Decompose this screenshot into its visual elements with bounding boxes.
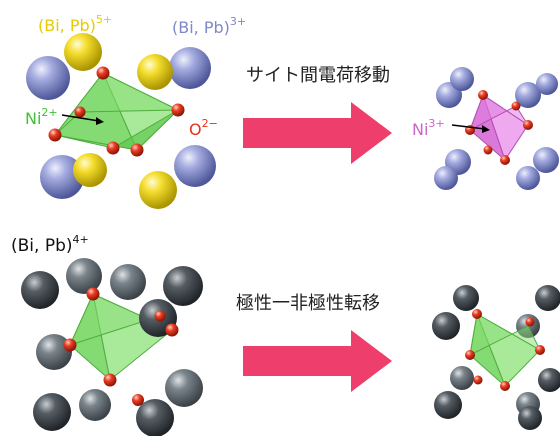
bi-pb-5plus-atom — [73, 153, 107, 187]
bi-pb-3plus-atom — [434, 166, 458, 190]
bi-pb-4plus-atom — [535, 285, 560, 311]
bi-pb-3plus-atom — [174, 145, 216, 187]
oxygen-atom — [106, 141, 120, 155]
bi-pb-4plus-atom — [538, 368, 560, 392]
ni3-label-charge: 3+ — [428, 117, 445, 130]
bi-pb-3plus-atom — [169, 47, 211, 89]
ni3-label-base: Ni — [412, 120, 429, 139]
bi-pb-3plus-atom — [450, 67, 474, 91]
bi-pb-4plus-atom — [21, 271, 59, 309]
oxygen-atom — [48, 128, 62, 142]
oxygen-label: O2− — [189, 118, 218, 138]
bi-pb-3plus-atom — [26, 56, 70, 100]
bi-pb-4plus-atom — [165, 369, 203, 407]
bi-pb-4plus-atom — [136, 399, 174, 437]
bi-pb-4plus-atom — [36, 334, 72, 370]
bi-pb-4plus-atom — [432, 312, 460, 340]
bi-pb-3plus-atom — [40, 155, 84, 199]
oxygen-atom — [103, 373, 117, 387]
oxygen-atom — [500, 381, 510, 391]
bi-pb-4plus-atom — [450, 366, 474, 390]
bi-pb-4plus-atom — [518, 406, 542, 430]
bi-pb-4plus-atom — [110, 264, 146, 300]
oxygen-atom — [63, 338, 77, 352]
structure-top-left — [26, 33, 216, 209]
bi-pb-3plus-atom — [516, 166, 540, 190]
oxygen-atom — [511, 101, 521, 111]
right-arrow-icon — [243, 330, 392, 392]
ni3-pointer-line — [451, 124, 486, 130]
structure-top-right — [434, 67, 559, 190]
bi-pb-3plus-label-charge: 3+ — [229, 15, 247, 28]
bi-pb-4plus-atom — [163, 266, 203, 306]
oxygen-atom — [525, 317, 535, 327]
bi-pb-4plus-atom — [453, 285, 479, 311]
oxygen-atom — [154, 310, 166, 322]
bi-pb-3plus-atom — [515, 82, 541, 108]
bi-pb-5plus-label: (Bi, Pb)5+ — [38, 14, 112, 34]
bi-pb-3plus-label-base: (Bi, Pb) — [172, 18, 230, 37]
oxygen-atom — [465, 350, 475, 360]
bi-pb-3plus-label: (Bi, Pb)3+ — [172, 16, 246, 36]
oxygen-atom — [483, 145, 493, 155]
oxygen-label-base: O — [189, 120, 202, 139]
right-arrow-icon — [243, 102, 392, 164]
bi-pb-5plus-label-base: (Bi, Pb) — [38, 16, 96, 35]
bi-pb-3plus-atom — [536, 73, 558, 95]
process-label-charge-transfer: サイト間電荷移動 — [246, 65, 390, 86]
bi-pb-4plus-label-charge: 4+ — [72, 233, 89, 246]
bi-pb-4plus-label-base: (Bi, Pb) — [11, 236, 73, 256]
oxygen-atom — [535, 345, 545, 355]
oxygen-atom — [500, 155, 510, 165]
ni2-label: Ni2+ — [25, 107, 58, 127]
ni2-pointer-arrowhead — [96, 117, 104, 125]
oxygen-atom — [171, 103, 185, 117]
structure-bottom-right — [432, 285, 560, 430]
oxygen-atom — [86, 287, 100, 301]
ni3-label: Ni3+ — [412, 118, 445, 138]
oxygen-atom — [74, 106, 86, 118]
oxygen-atom — [130, 143, 144, 157]
ni3-pointer-arrowhead — [482, 125, 490, 133]
oxygen-atom — [472, 309, 482, 319]
bi-pb-3plus-atom — [533, 147, 559, 173]
ni2-label-base: Ni — [25, 109, 42, 128]
oxygen-atom — [473, 375, 483, 385]
bi-pb-5plus-label-charge: 5+ — [95, 13, 113, 26]
bi-pb-4plus-label: (Bi, Pb)4+ — [11, 234, 89, 255]
bi-pb-4plus-atom — [33, 393, 71, 431]
oxygen-atom — [96, 66, 110, 80]
bi-pb-5plus-atom — [137, 54, 173, 90]
oxygen-atom — [478, 90, 488, 100]
oxygen-atom — [523, 120, 533, 130]
oxygen-label-charge: 2− — [201, 117, 218, 130]
bi-pb-4plus-atom — [66, 258, 102, 294]
oxygen-atom — [132, 394, 144, 406]
bi-pb-4plus-atom — [434, 391, 462, 419]
ni2-label-charge: 2+ — [41, 106, 58, 119]
ni2-pointer-line — [61, 114, 100, 122]
oxygen-atom — [165, 323, 179, 337]
bi-pb-4plus-atom — [79, 389, 111, 421]
bi-pb-5plus-atom — [64, 33, 102, 71]
process-label-polar-nonpolar: 極性一非極性転移 — [236, 293, 380, 314]
structure-bottom-left — [21, 258, 203, 437]
bi-pb-5plus-atom — [139, 171, 177, 209]
